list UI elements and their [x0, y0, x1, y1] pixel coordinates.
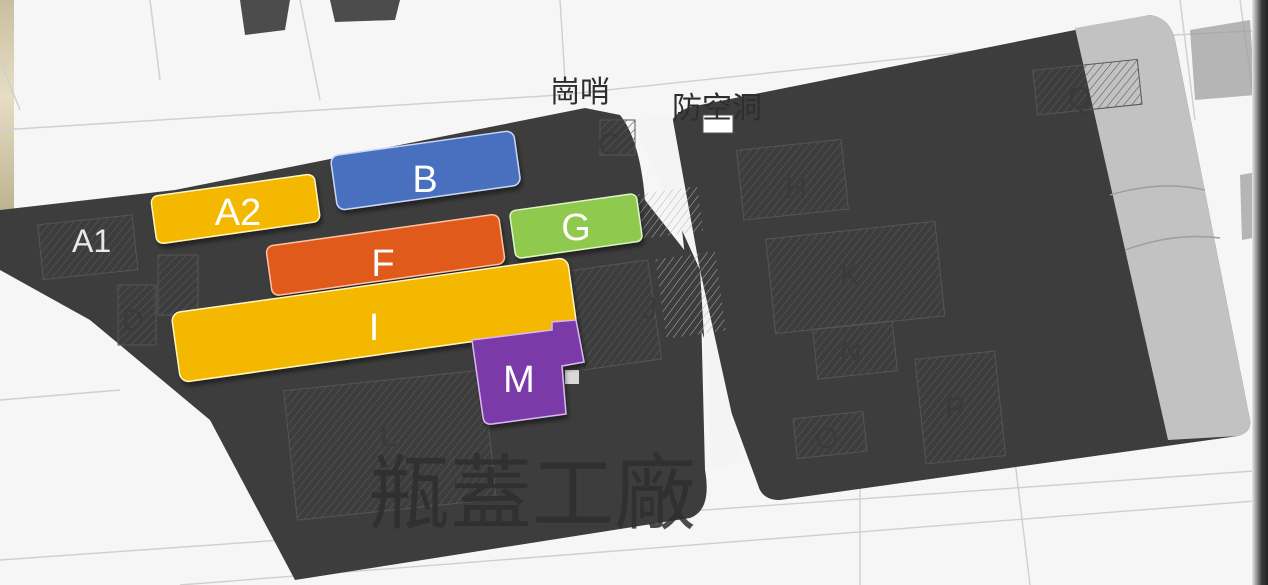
- corner-photo-edge: [0, 0, 14, 238]
- building-footprints: [37, 58, 1143, 521]
- building-n-label: N: [840, 336, 862, 369]
- building-d-label: D: [122, 304, 144, 337]
- faint-road-text: [240, 0, 400, 35]
- central-road: [632, 115, 742, 470]
- block-m-label: M: [503, 359, 535, 401]
- air-raid-shelter-label: 防空洞: [672, 91, 762, 126]
- road-hatch-1: [637, 186, 704, 239]
- block-a2[interactable]: [150, 173, 321, 245]
- block-g-label: G: [561, 207, 591, 249]
- building-c-label: C: [598, 128, 620, 161]
- building-h-label: H: [785, 172, 807, 205]
- block-m[interactable]: [471, 319, 585, 425]
- road-hatch-2: [655, 251, 726, 339]
- block-i-label: I: [369, 307, 380, 349]
- building-a1-label: A1: [72, 223, 111, 259]
- factory-name-label: 瓶蓋工廠: [368, 447, 696, 542]
- block-b-label: B: [412, 159, 437, 201]
- building-q-label: Q: [1068, 82, 1091, 115]
- block-i[interactable]: [171, 257, 577, 383]
- building-p-label: P: [945, 392, 965, 425]
- building-o-label: O: [815, 422, 838, 455]
- building-j-label: J: [642, 292, 657, 325]
- east-light-strip: [1075, 15, 1251, 440]
- light-strip-dividers: [1109, 185, 1221, 251]
- building-k-label: K: [840, 259, 860, 292]
- block-b[interactable]: [330, 130, 521, 211]
- block-g[interactable]: [509, 193, 643, 259]
- block-f-label: F: [371, 243, 394, 285]
- building-l-label: L: [380, 420, 397, 453]
- guard-post-label: 崗哨: [550, 75, 610, 110]
- right-edge-shadow: [1252, 0, 1268, 585]
- block-f[interactable]: [265, 213, 506, 296]
- block-a2-label: A2: [215, 192, 261, 234]
